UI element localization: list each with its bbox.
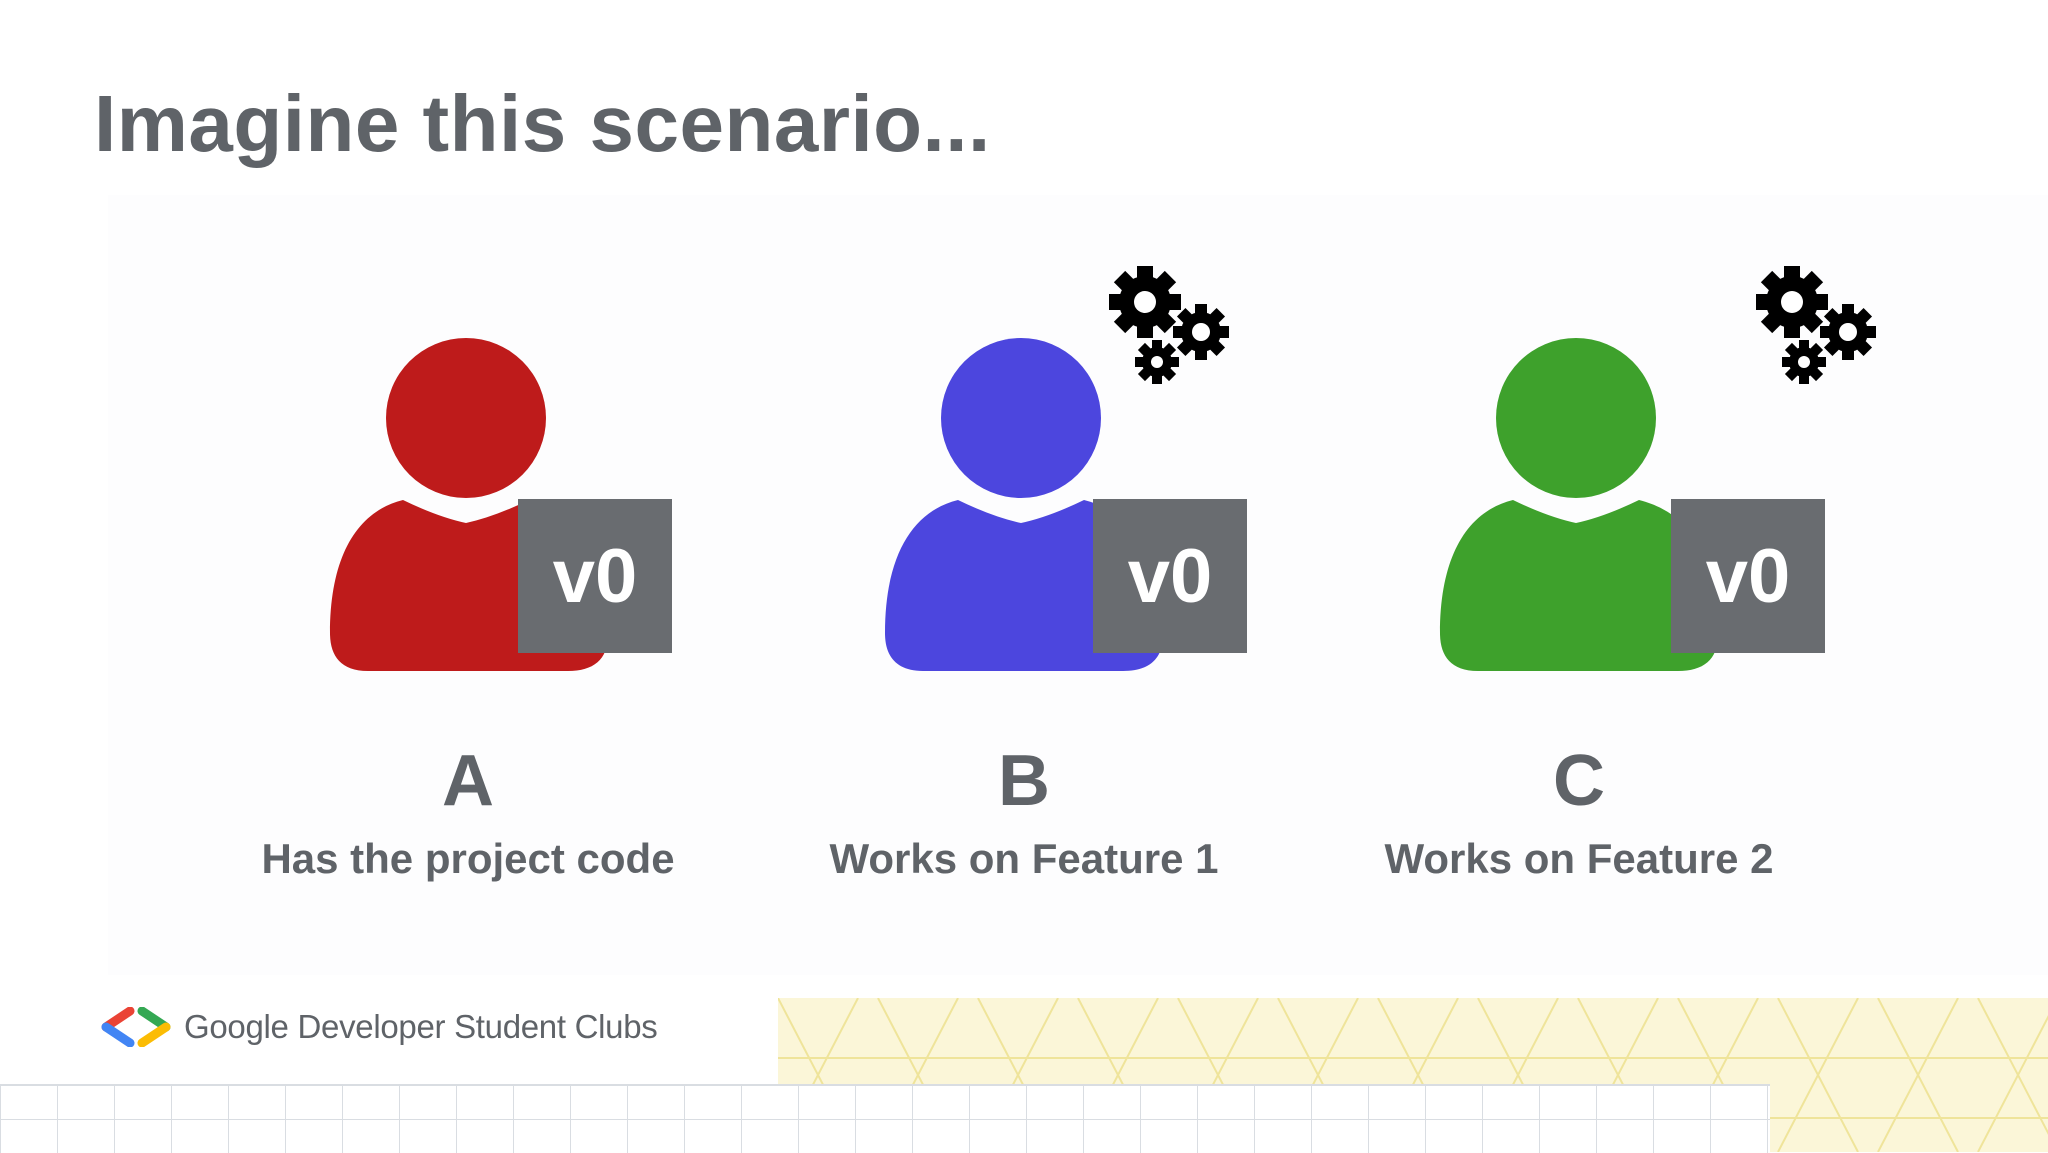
- person-c-letter: C: [1553, 741, 1605, 821]
- gdsc-brand: Google Developer Student Clubs: [100, 1000, 658, 1054]
- brand-name: Google Developer Student Clubs: [184, 1008, 658, 1045]
- person-a-caption: Has the project code: [261, 835, 675, 882]
- person-b-figure: v0: [873, 255, 1273, 695]
- person-c-caption: Works on Feature 2: [1384, 835, 1774, 882]
- gdsc-brackets-icon: [101, 1007, 171, 1047]
- gears-icon: [1109, 266, 1229, 384]
- person-c-figure: v0: [1428, 255, 1828, 695]
- person-icon: [1440, 338, 1718, 671]
- version-badge: v0: [518, 499, 672, 653]
- version-badge: v0: [1093, 499, 1247, 653]
- footer-grid-pattern: [0, 1084, 1770, 1153]
- person-b-caption: Works on Feature 1: [829, 835, 1219, 882]
- gears-icon: [1756, 266, 1876, 384]
- person-a-letter: A: [442, 741, 494, 821]
- version-badge: v0: [1671, 499, 1825, 653]
- person-a-figure: v0: [318, 255, 718, 695]
- slide-title: Imagine this scenario...: [94, 79, 991, 168]
- person-b-letter: B: [998, 741, 1050, 821]
